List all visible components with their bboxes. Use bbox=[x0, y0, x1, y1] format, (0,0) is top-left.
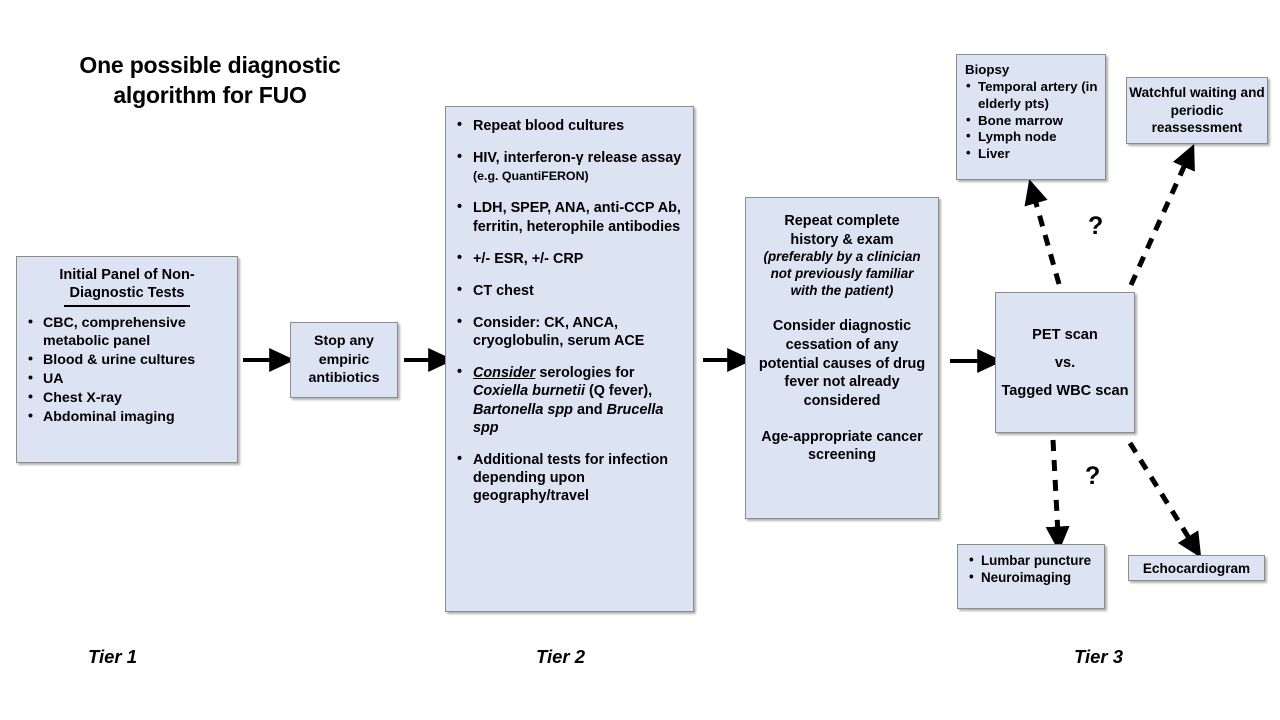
list-item: CT chest bbox=[456, 281, 685, 300]
list-item: +/- ESR, +/- CRP bbox=[456, 249, 685, 268]
arrow-pet-to-echocardiogram-dashed bbox=[1127, 441, 1202, 558]
list-item-text: Consider: CK, ANCA, cryoglobulin, serum … bbox=[473, 314, 645, 350]
tier2-test-list: Repeat blood cultures HIV, interferon-γ … bbox=[456, 116, 685, 505]
history-paren-1: (preferably by a clinician bbox=[763, 249, 921, 265]
biopsy-list: Temporal artery (in elderly pts) Bone ma… bbox=[965, 78, 1099, 163]
list-item: CBC, comprehensive metabolic panel bbox=[26, 314, 228, 351]
species-brucella: Brucella spp bbox=[473, 401, 664, 436]
list-item-text: Additional tests for infection depending… bbox=[473, 451, 669, 505]
history-line-2: history & exam bbox=[790, 231, 894, 248]
consider-emphasis: Consider bbox=[473, 365, 536, 382]
list-item: LDH, SPEP, ANA, anti-CCP Ab, ferritin, h… bbox=[456, 198, 685, 235]
serologies-mid2: and bbox=[572, 401, 607, 418]
serologies-mid1: (Q fever), bbox=[584, 383, 653, 400]
list-item: Consider: CK, ANCA, cryoglobulin, serum … bbox=[456, 313, 685, 350]
watchful-waiting-box[interactable]: Watchful waiting and periodic reassessme… bbox=[1126, 77, 1268, 144]
history-drug-fever-text: Consider diagnostic cessation of any pot… bbox=[758, 318, 926, 409]
history-line-1: Repeat complete bbox=[784, 213, 900, 229]
history-paren-2: not previously familiar bbox=[770, 266, 914, 282]
biopsy-box[interactable]: Biopsy Temporal artery (in elderly pts) … bbox=[956, 54, 1106, 180]
list-item: HIV, interferon-γ release assay (e.g. Qu… bbox=[456, 148, 685, 185]
list-item: Liver bbox=[965, 145, 1099, 163]
arrow-pet-to-lumbar-dashed bbox=[1045, 439, 1070, 552]
echocardiogram-label: Echocardiogram bbox=[1142, 560, 1251, 576]
tagged-wbc-line: Tagged WBC scan bbox=[1001, 382, 1129, 399]
history-paren-3: with the patient) bbox=[790, 283, 894, 299]
arrow-pet-to-watchful-waiting-dashed bbox=[1128, 144, 1195, 287]
species-bartonella: Bartonella spp bbox=[473, 401, 573, 418]
spacer bbox=[756, 300, 928, 317]
stop-empiric-antibiotics-box[interactable]: Stop any empiric antibiotics bbox=[290, 322, 398, 398]
spacer bbox=[756, 411, 928, 428]
species-coxiella: Coxiella burnetii bbox=[473, 383, 585, 400]
lumbar-puncture-neuroimaging-box[interactable]: Lumbar puncture Neuroimaging bbox=[957, 544, 1105, 609]
arrow-pet-to-biopsy-dashed bbox=[1024, 179, 1062, 285]
pet-scan-vs-tagged-wbc-box[interactable]: PET scan vs. Tagged WBC scan bbox=[995, 292, 1135, 433]
list-item: Lumbar puncture bbox=[968, 552, 1098, 570]
lumbar-list: Lumbar puncture Neuroimaging bbox=[968, 552, 1098, 587]
tier1-test-list: CBC, comprehensive metabolic panel Blood… bbox=[26, 314, 228, 427]
tier1-header-rule bbox=[64, 305, 190, 308]
repeat-history-exam-box[interactable]: Repeat complete history & exam (preferab… bbox=[745, 197, 939, 519]
list-item: UA bbox=[26, 370, 228, 389]
biopsy-header: Biopsy bbox=[965, 62, 1010, 77]
list-item-text: +/- ESR, +/- CRP bbox=[473, 250, 584, 267]
list-item: Additional tests for infection depending… bbox=[456, 450, 685, 505]
question-mark-bottom: ? bbox=[1085, 462, 1101, 490]
tier1-initial-panel-box[interactable]: Initial Panel of Non-Diagnostic Tests CB… bbox=[16, 256, 238, 463]
page-title: One possible diagnostic algorithm for FU… bbox=[79, 52, 341, 109]
tier1-header: Initial Panel of Non-Diagnostic Tests bbox=[59, 267, 195, 301]
list-item-text: LDH, SPEP, ANA, anti-CCP Ab, ferritin, h… bbox=[473, 200, 681, 235]
tier-label-3: Tier 3 bbox=[1074, 646, 1124, 667]
versus-line: vs. bbox=[1054, 354, 1076, 371]
list-item: Lymph node bbox=[965, 128, 1099, 146]
list-item-serologies: Consider serologies for Coxiella burneti… bbox=[456, 363, 685, 437]
list-item-text: HIV, interferon-γ release assay bbox=[473, 150, 682, 167]
serologies-text: serologies for bbox=[535, 365, 635, 382]
list-item: Neuroimaging bbox=[968, 569, 1098, 587]
list-item: Bone marrow bbox=[965, 112, 1099, 130]
list-item: Repeat blood cultures bbox=[456, 116, 685, 135]
list-item-note: (e.g. QuantiFERON) bbox=[473, 169, 589, 184]
list-item: Chest X-ray bbox=[26, 389, 228, 408]
echocardiogram-box[interactable]: Echocardiogram bbox=[1128, 555, 1265, 581]
list-item-text: Repeat blood cultures bbox=[473, 118, 625, 134]
watchful-waiting-label: Watchful waiting and periodic reassessme… bbox=[1129, 84, 1265, 136]
list-item: Temporal artery (in elderly pts) bbox=[965, 78, 1099, 113]
list-item: Abdominal imaging bbox=[26, 408, 228, 427]
list-item: Blood & urine cultures bbox=[26, 351, 228, 370]
question-mark-top: ? bbox=[1088, 212, 1104, 240]
tier2-tests-box[interactable]: Repeat blood cultures HIV, interferon-γ … bbox=[445, 106, 694, 612]
pet-scan-line: PET scan bbox=[1032, 326, 1098, 343]
list-item-text: CT chest bbox=[473, 282, 534, 299]
history-cancer-screening-text: Age-appropriate cancer screening bbox=[761, 428, 923, 464]
stop-antibiotics-label: Stop any empiric antibiotics bbox=[308, 332, 380, 387]
tier-label-2: Tier 2 bbox=[536, 646, 586, 667]
tier-label-1: Tier 1 bbox=[88, 646, 138, 667]
